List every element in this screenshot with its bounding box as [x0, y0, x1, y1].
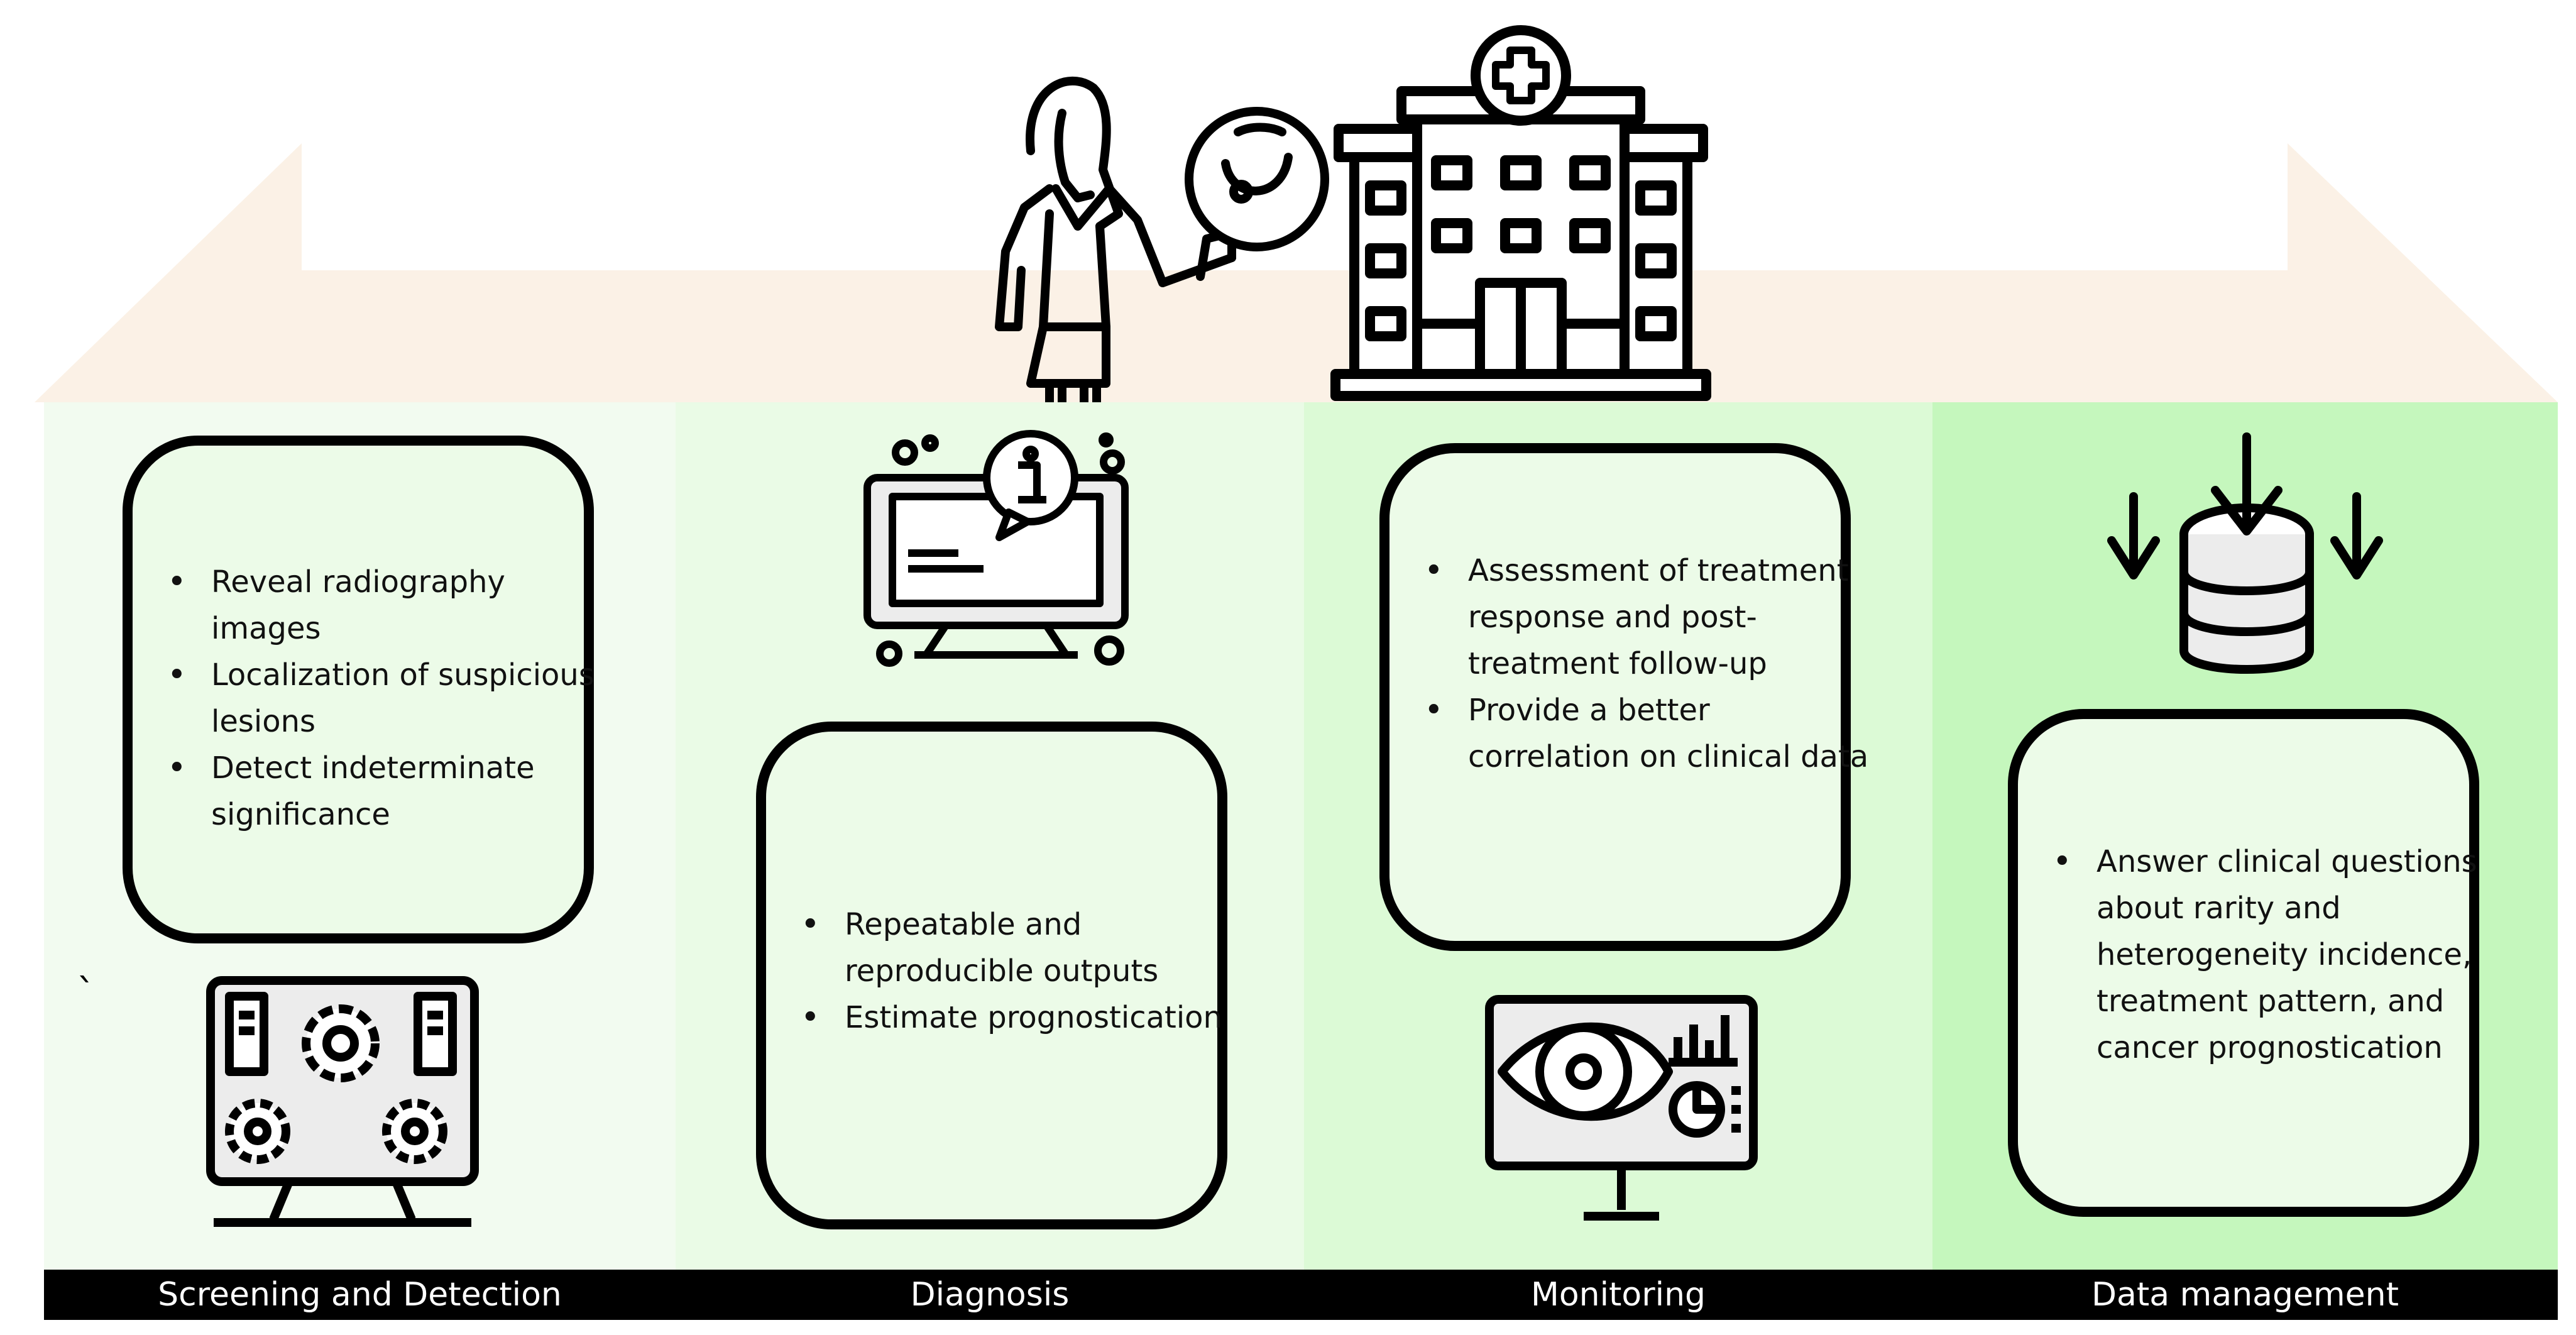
doctor-with-breast-scan-icon: [995, 76, 1329, 402]
roof-backdrop: [35, 143, 2558, 402]
monitoring-bullets: Assessment of treatment response and pos…: [1424, 547, 1870, 780]
bullet-item: Reveal radiography images: [167, 559, 613, 652]
bullet-item: Detect indeterminate significance: [167, 745, 613, 838]
diagnosis-box: Repeatable and reproducible outputs Esti…: [756, 722, 1227, 1229]
eye-monitoring-icon: [1485, 995, 1758, 1221]
stage-label-bar: [44, 1270, 2558, 1320]
screening-box: Reveal radiography images Localization o…: [123, 436, 595, 943]
bullet-item: Repeatable and reproducible outputs: [801, 901, 1247, 994]
hospital-icon: [1330, 25, 1711, 401]
database-download-icon: [2107, 432, 2383, 674]
bullet-item: Localization of suspicious lesions: [167, 652, 613, 745]
stage-label-screening: Screening and Detection: [158, 1276, 562, 1314]
stage-label-monitoring: Monitoring: [1530, 1276, 1706, 1314]
data-management-box: Answer clinical questions about rarity a…: [2008, 709, 2479, 1217]
bullet-item: Assessment of treatment response and pos…: [1424, 547, 1870, 687]
screening-bullets: Reveal radiography images Localization o…: [167, 559, 613, 838]
stray-mark: `: [77, 971, 96, 1015]
stage-label-data-management: Data management: [2091, 1276, 2399, 1314]
stage-label-diagnosis: Diagnosis: [910, 1276, 1070, 1314]
diagnosis-bullets: Repeatable and reproducible outputs Esti…: [801, 901, 1247, 1041]
computer-info-icon: [863, 430, 1129, 667]
monitoring-box: Assessment of treatment response and pos…: [1379, 443, 1868, 951]
bullet-item: Provide a better correlation on clinical…: [1424, 687, 1870, 780]
data-management-bullets: Answer clinical questions about rarity a…: [2053, 838, 2486, 1071]
computer-with-gears-icon: [206, 976, 479, 1227]
bullet-item: Answer clinical questions about rarity a…: [2053, 838, 2486, 1071]
bullet-item: Estimate prognostication: [801, 994, 1247, 1041]
